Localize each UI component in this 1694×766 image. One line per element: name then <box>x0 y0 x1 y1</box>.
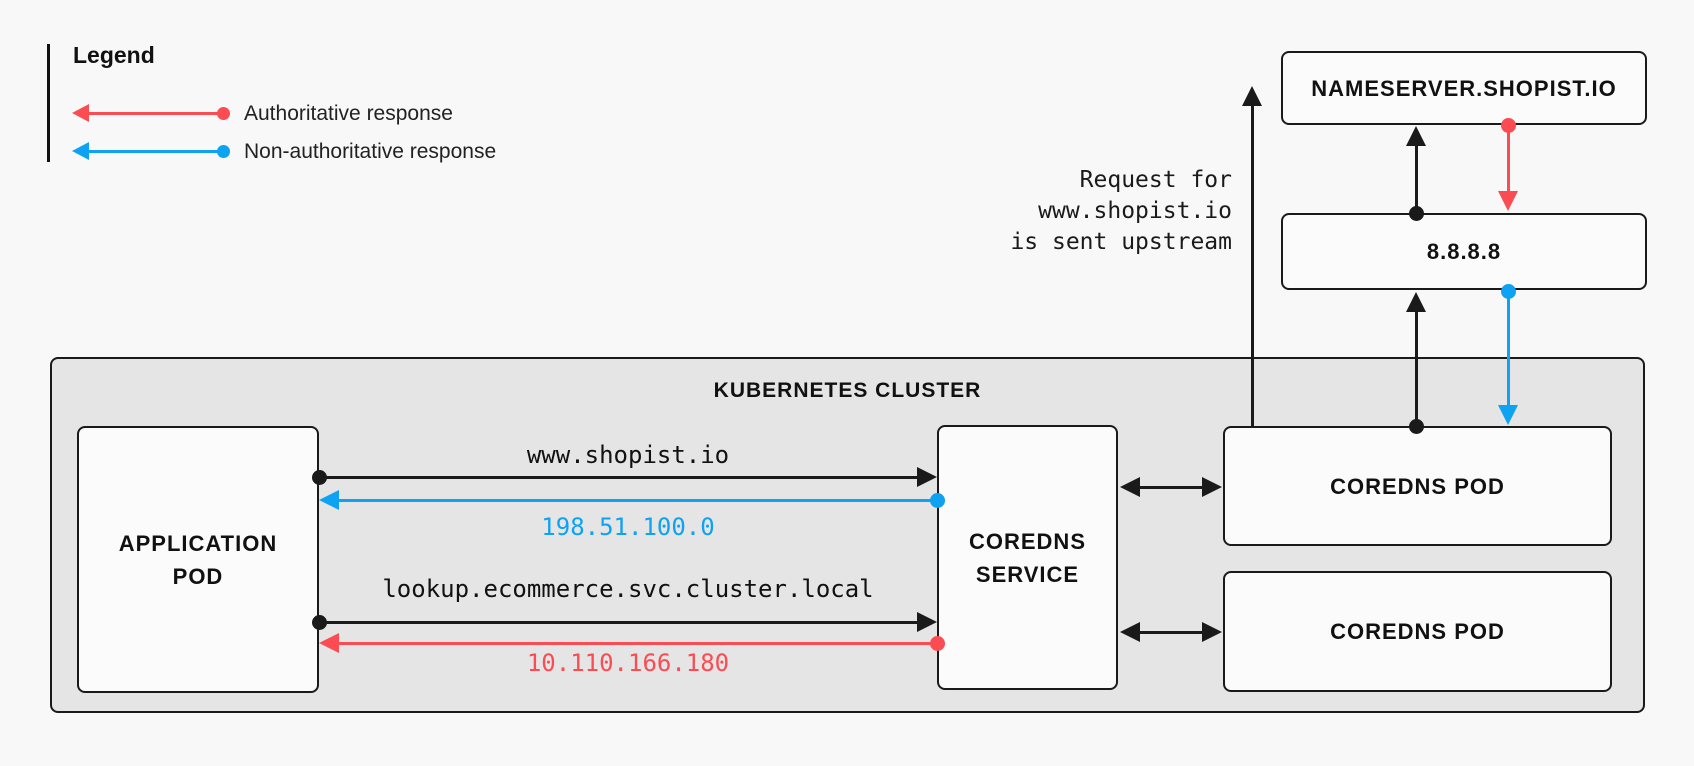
internal-query-label: lookup.ecommerce.svc.cluster.local <box>382 575 874 603</box>
coredns-service-box: COREDNS SERVICE <box>937 425 1118 690</box>
upstream-note-line3: is sent upstream <box>1010 229 1232 255</box>
legend-non-authoritative-arrowhead-icon <box>72 142 89 160</box>
external-response-line <box>337 498 937 502</box>
legend-non-authoritative-arrow-line <box>86 150 224 153</box>
application-pod-label-line2: POD <box>172 563 224 589</box>
legend-divider <box>47 44 50 162</box>
arrowhead-left-icon <box>319 489 339 510</box>
coredns-pod-2-box: COREDNS POD <box>1223 571 1612 692</box>
upstream-dns-label: 8.8.8.8 <box>1426 239 1502 264</box>
arrowhead-down-icon <box>1497 405 1518 425</box>
legend-non-authoritative-dot-icon <box>217 145 230 158</box>
arrowhead-right-icon <box>917 611 937 632</box>
connector-dot-icon <box>929 635 945 651</box>
legend-title: Legend <box>73 42 155 68</box>
legend-authoritative-dot-icon <box>217 107 230 120</box>
coredns-service-label-line2: SERVICE <box>975 561 1080 587</box>
arrowhead-down-icon <box>1497 191 1518 211</box>
nameserver-box: NAMESERVER.SHOPIST.IO <box>1281 51 1647 125</box>
application-pod-box: APPLICATION POD <box>77 426 319 693</box>
legend-non-authoritative-label: Non-authoritative response <box>244 140 497 163</box>
arrowhead-right-icon <box>1202 621 1222 642</box>
external-response-label: 198.51.100.0 <box>541 513 715 541</box>
arrowhead-left-icon <box>1120 621 1140 642</box>
internal-response-line <box>337 641 937 645</box>
coredns-pod-1-label: COREDNS POD <box>1330 473 1505 499</box>
upstream-dns-box: 8.8.8.8 <box>1281 213 1647 290</box>
arrowhead-up-icon <box>1405 292 1426 312</box>
external-query-label: www.shopist.io <box>526 441 730 469</box>
arrowhead-left-icon <box>1120 476 1140 497</box>
external-query-line <box>319 475 919 479</box>
connector-dot-icon <box>929 492 945 508</box>
connector-dot-icon <box>1408 205 1424 221</box>
arrowhead-right-icon <box>917 466 937 487</box>
arrowhead-up-icon <box>1241 86 1262 106</box>
internal-query-line <box>319 620 919 624</box>
internal-response-label: 10.110.166.180 <box>526 649 730 677</box>
upstream-request-note: Request for www.shopist.io is sent upstr… <box>912 165 1232 258</box>
arrowhead-left-icon <box>319 632 339 653</box>
upstream-request-line <box>1250 104 1254 426</box>
application-pod-label-line1: APPLICATION <box>118 530 278 556</box>
service-pod2-line <box>1136 630 1206 634</box>
kubernetes-cluster-title: KUBERNETES CLUSTER <box>713 379 982 402</box>
legend-authoritative-arrowhead-icon <box>72 104 89 122</box>
dns-to-nameserver-line <box>1414 142 1418 213</box>
coredns-service-label-line1: COREDNS <box>968 528 1086 554</box>
coredns-pod-1-box: COREDNS POD <box>1223 426 1612 546</box>
upstream-note-line2: www.shopist.io <box>1038 198 1232 224</box>
nameserver-label: NAMESERVER.SHOPIST.IO <box>1311 75 1617 101</box>
connector-dot-icon <box>1408 418 1424 434</box>
service-pod1-line <box>1136 485 1206 489</box>
pod-to-dns-line <box>1414 308 1418 426</box>
legend-authoritative-label: Authoritative response <box>244 102 453 125</box>
nameserver-to-dns-line <box>1506 125 1510 193</box>
legend-authoritative-arrow-line <box>86 112 224 115</box>
arrowhead-right-icon <box>1202 476 1222 497</box>
arrowhead-up-icon <box>1405 126 1426 146</box>
coredns-pod-2-label: COREDNS POD <box>1330 619 1505 644</box>
dns-to-pod-line <box>1506 291 1510 407</box>
upstream-note-line1: Request for <box>1079 167 1232 193</box>
